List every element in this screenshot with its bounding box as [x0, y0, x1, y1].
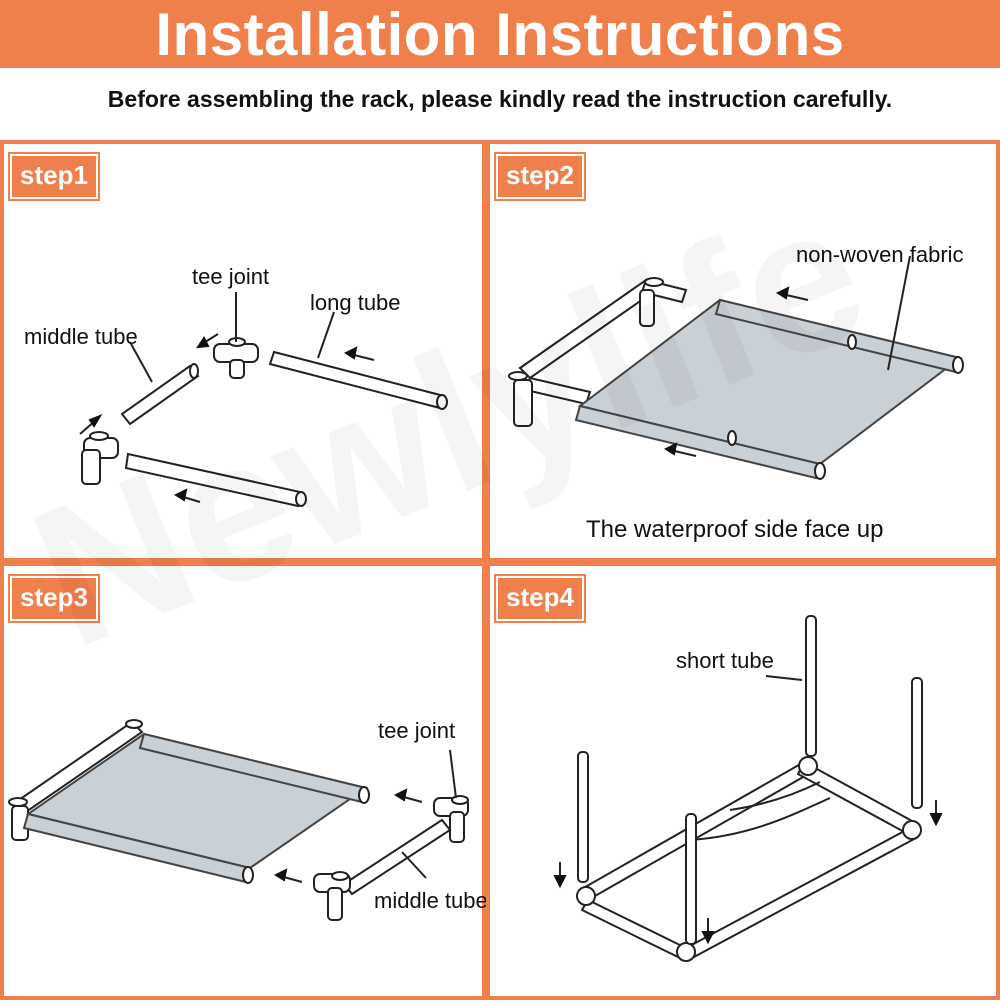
step1-middle-tube-label: middle tube [24, 324, 138, 349]
middle-tube-shape [120, 363, 200, 426]
step4-short-tube-label: short tube [676, 648, 774, 673]
step2-caption: The waterproof side face up [586, 516, 884, 543]
step2-illustration [508, 255, 964, 480]
step1-illustration [79, 292, 448, 508]
step4-arrow-1 [553, 862, 567, 889]
step4-panel: step4 short tube [486, 562, 1000, 1000]
step1-badge: step1 [10, 154, 98, 199]
arrow-left-1 [343, 346, 375, 361]
step4-arrow-3 [701, 918, 715, 945]
step3-panel: step3 tee joint middle tube [0, 562, 488, 1000]
step3-arrow-top [393, 788, 423, 803]
arrow-left-2 [195, 333, 219, 349]
step2-non-woven-fabric-label: non-woven fabric [796, 242, 964, 267]
step3-arrow-bottom [273, 868, 303, 883]
page-title: Installation Instructions [155, 0, 845, 68]
step4-arrow-2 [929, 800, 943, 827]
lower-tube-shape [124, 452, 307, 508]
arrow-left-3 [173, 488, 201, 503]
tee-joint-shape [213, 337, 259, 379]
step4-illustration [553, 615, 943, 962]
step2-arrow-bottom [663, 442, 697, 457]
step1-tee-joint-label: tee joint [192, 264, 270, 289]
long-tube-shape [268, 350, 448, 410]
step3-middle-tube-label: middle tube [374, 888, 488, 913]
step4-badge: step4 [496, 576, 584, 621]
step1-long-tube-label: long tube [310, 290, 401, 315]
step1-panel: step1 tee joint long tube middle tube [0, 140, 486, 562]
corner-joint-shape [81, 431, 119, 485]
step2-badge: step2 [496, 154, 584, 199]
step3-illustration [8, 719, 469, 921]
arrow-up [79, 413, 103, 435]
step2-panel: step2 non-woven fabric The waterproof si… [486, 140, 1000, 562]
step2-arrow-top [775, 286, 809, 301]
step3-tee-joint-label: tee joint [378, 718, 456, 743]
instruction-subtitle: Before assembling the rack, please kindl… [107, 86, 893, 112]
step3-badge: step3 [10, 576, 98, 621]
page-title-banner: Installation Instructions [0, 0, 1000, 68]
